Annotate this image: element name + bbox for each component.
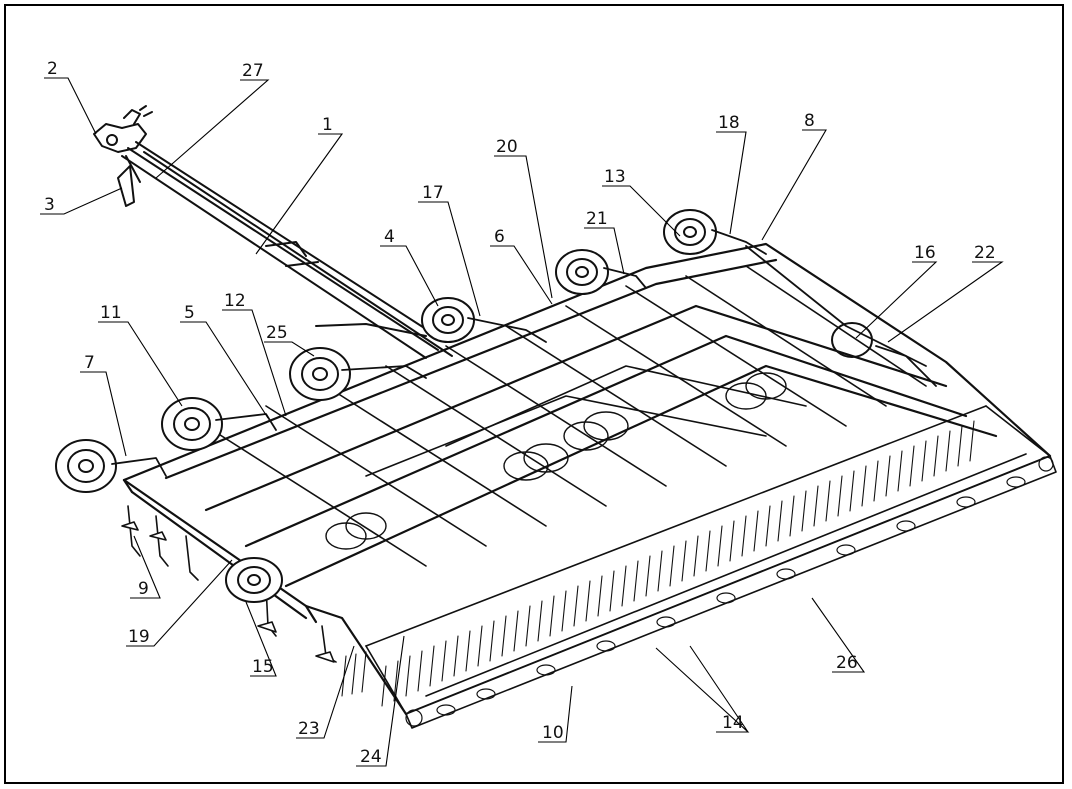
leader-26: [811, 597, 866, 673]
lift-arms: [111, 229, 937, 477]
leader-7: [80, 371, 127, 457]
leader-19: [126, 559, 233, 647]
callout-5: 5: [184, 303, 195, 323]
leader-8: [761, 129, 827, 241]
callout-16: 16: [914, 243, 936, 263]
leader-9: [130, 535, 161, 599]
callout-7: 7: [84, 353, 95, 373]
leader-15: [245, 601, 277, 677]
leader-22: [887, 261, 1004, 343]
callout-8: 8: [804, 111, 815, 131]
leader-14: [655, 645, 750, 733]
callout-23: 23: [298, 719, 320, 739]
leader-20: [494, 155, 553, 299]
drawbar-tubes: [121, 141, 453, 359]
callout-13: 13: [604, 167, 626, 187]
callout-10: 10: [542, 723, 564, 743]
callout-22: 22: [974, 243, 996, 263]
leader-4: [380, 245, 439, 307]
callout-26: 26: [836, 653, 858, 673]
leader-21: [584, 227, 625, 275]
callout-2: 2: [47, 59, 58, 79]
wheel-left-2: [161, 397, 223, 451]
leader-25: [264, 341, 315, 357]
leader-17: [418, 201, 481, 317]
leader-23: [296, 645, 355, 739]
leader-24: [356, 635, 405, 767]
wheels: [55, 209, 873, 603]
implement-drawing: 2 27 1 3 20 17 18 8 13 21 6 4 16 22 12 2…: [40, 59, 1057, 767]
callout-3: 3: [44, 195, 55, 215]
cross-beams: [205, 265, 927, 567]
callout-18: 18: [718, 113, 740, 133]
callout-9: 9: [138, 579, 149, 599]
callout-15: 15: [252, 657, 274, 677]
wheel-right-front: [663, 209, 717, 255]
machine-illustration: [55, 105, 1057, 729]
callout-11: 11: [100, 303, 122, 323]
callout-17: 17: [422, 183, 444, 203]
wheel-center-1: [289, 347, 351, 401]
leader-16: [855, 261, 938, 339]
callout-1: 1: [322, 115, 333, 135]
callout-6: 6: [494, 227, 505, 247]
shanks: [121, 505, 337, 663]
wheel-center-3: [555, 249, 609, 295]
leader-5: [180, 321, 269, 419]
drawing-frame: 2 27 1 3 20 17 18 8 13 21 6 4 16 22 12 2…: [4, 4, 1064, 784]
main-frame: [122, 242, 1052, 716]
callout-labels: 2 27 1 3 20 17 18 8 13 21 6 4 16 22 12 2…: [44, 59, 996, 767]
leader-18: [716, 131, 747, 235]
callout-12: 12: [224, 291, 246, 311]
leader-lines: [40, 77, 1004, 767]
callout-27: 27: [242, 61, 264, 81]
leader-1: [255, 133, 344, 255]
callout-21: 21: [586, 209, 608, 229]
leader-27: [155, 79, 270, 179]
leader-6: [490, 245, 553, 305]
callout-14: 14: [722, 713, 744, 733]
callout-24: 24: [360, 747, 382, 767]
callout-19: 19: [128, 627, 150, 647]
rear-harrow: [365, 405, 1057, 729]
callout-25: 25: [266, 323, 288, 343]
wheel-lower-left: [225, 557, 283, 603]
hitch-assembly: [93, 105, 153, 207]
leader-13: [602, 185, 681, 237]
harrow-tines: [341, 420, 975, 707]
wheel-front-left: [55, 439, 117, 493]
leader-11: [98, 321, 183, 407]
leader-2: [44, 77, 97, 135]
leader-12: [222, 309, 287, 417]
roller-segments: [405, 456, 1054, 727]
callout-20: 20: [496, 137, 518, 157]
wheel-center-2: [421, 297, 475, 343]
disc-gangs: [325, 372, 787, 550]
callout-4: 4: [384, 227, 395, 247]
leader-10: [538, 685, 573, 743]
leader-3: [40, 187, 123, 215]
